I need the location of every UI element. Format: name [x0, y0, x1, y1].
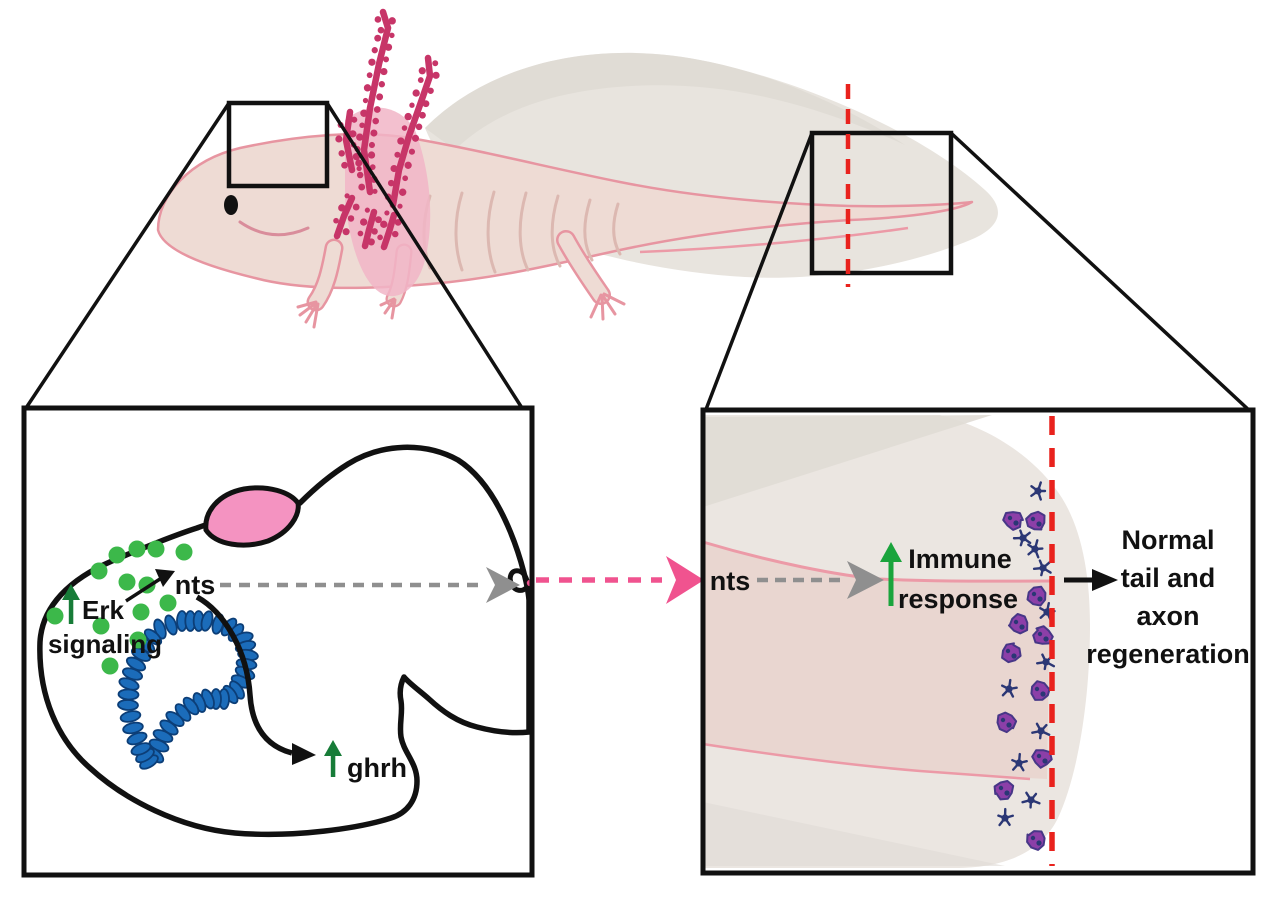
- nts-label-right: nts: [710, 566, 751, 596]
- brain-nose-curl: [507, 568, 532, 601]
- axolotl-illustration: [156, 8, 998, 329]
- pineal-pink-shape: [203, 485, 301, 548]
- tail-muscle-region: [703, 542, 1050, 779]
- nts-to-ghrh-arrow: [195, 594, 316, 765]
- immune-cells: [993, 481, 1056, 851]
- outcome-label-line4: regeneration: [1086, 639, 1250, 669]
- nts-label-left: nts: [175, 570, 216, 600]
- head-zoom-box: [226, 100, 330, 189]
- tail-fin-shade: [425, 52, 905, 150]
- erk-to-nts-arrow: [125, 569, 175, 603]
- tailfin-shade-bottom: [703, 802, 1005, 866]
- right-panel-tail: nts Immune response Normal tail and axon…: [700, 407, 1256, 876]
- outcome-label-line2: tail and: [1121, 563, 1216, 593]
- outcome-label-line3: axon: [1136, 601, 1199, 631]
- tailfin-shade-top: [703, 415, 992, 507]
- body-side-line: [639, 226, 909, 254]
- zoom-callouts: [24, 100, 1253, 414]
- erk-label-line2: signaling: [48, 629, 162, 659]
- left-panel-border: [21, 405, 535, 878]
- smile-line: [238, 220, 310, 237]
- nts-projection-arrow-right: [757, 561, 884, 599]
- erk-signal-dots: [46, 540, 193, 675]
- immune-label-line2: response: [898, 584, 1018, 614]
- outcome-label-line1: Normal: [1121, 525, 1214, 555]
- left-panel-brain: nts Erk signaling ghrh: [21, 405, 535, 878]
- ghrh-label: ghrh: [347, 753, 407, 783]
- gills: [333, 8, 440, 251]
- eye: [224, 195, 238, 215]
- nts-projection-arrow-left: [220, 567, 520, 603]
- erk-up-arrow-icon: [62, 584, 80, 624]
- tail-zoom-box: [809, 130, 954, 276]
- muscle-line-lower: [702, 742, 1031, 781]
- erk-label-line1: Erk: [82, 595, 124, 625]
- ghrh-up-arrow-icon: [324, 740, 342, 777]
- right-panel-border: [700, 407, 1256, 876]
- immune-up-arrow-icon: [880, 542, 902, 606]
- outcome-arrow: [1064, 569, 1118, 591]
- immune-label-line1: Immune: [908, 544, 1012, 574]
- pink-dashed-arrow: [536, 556, 704, 604]
